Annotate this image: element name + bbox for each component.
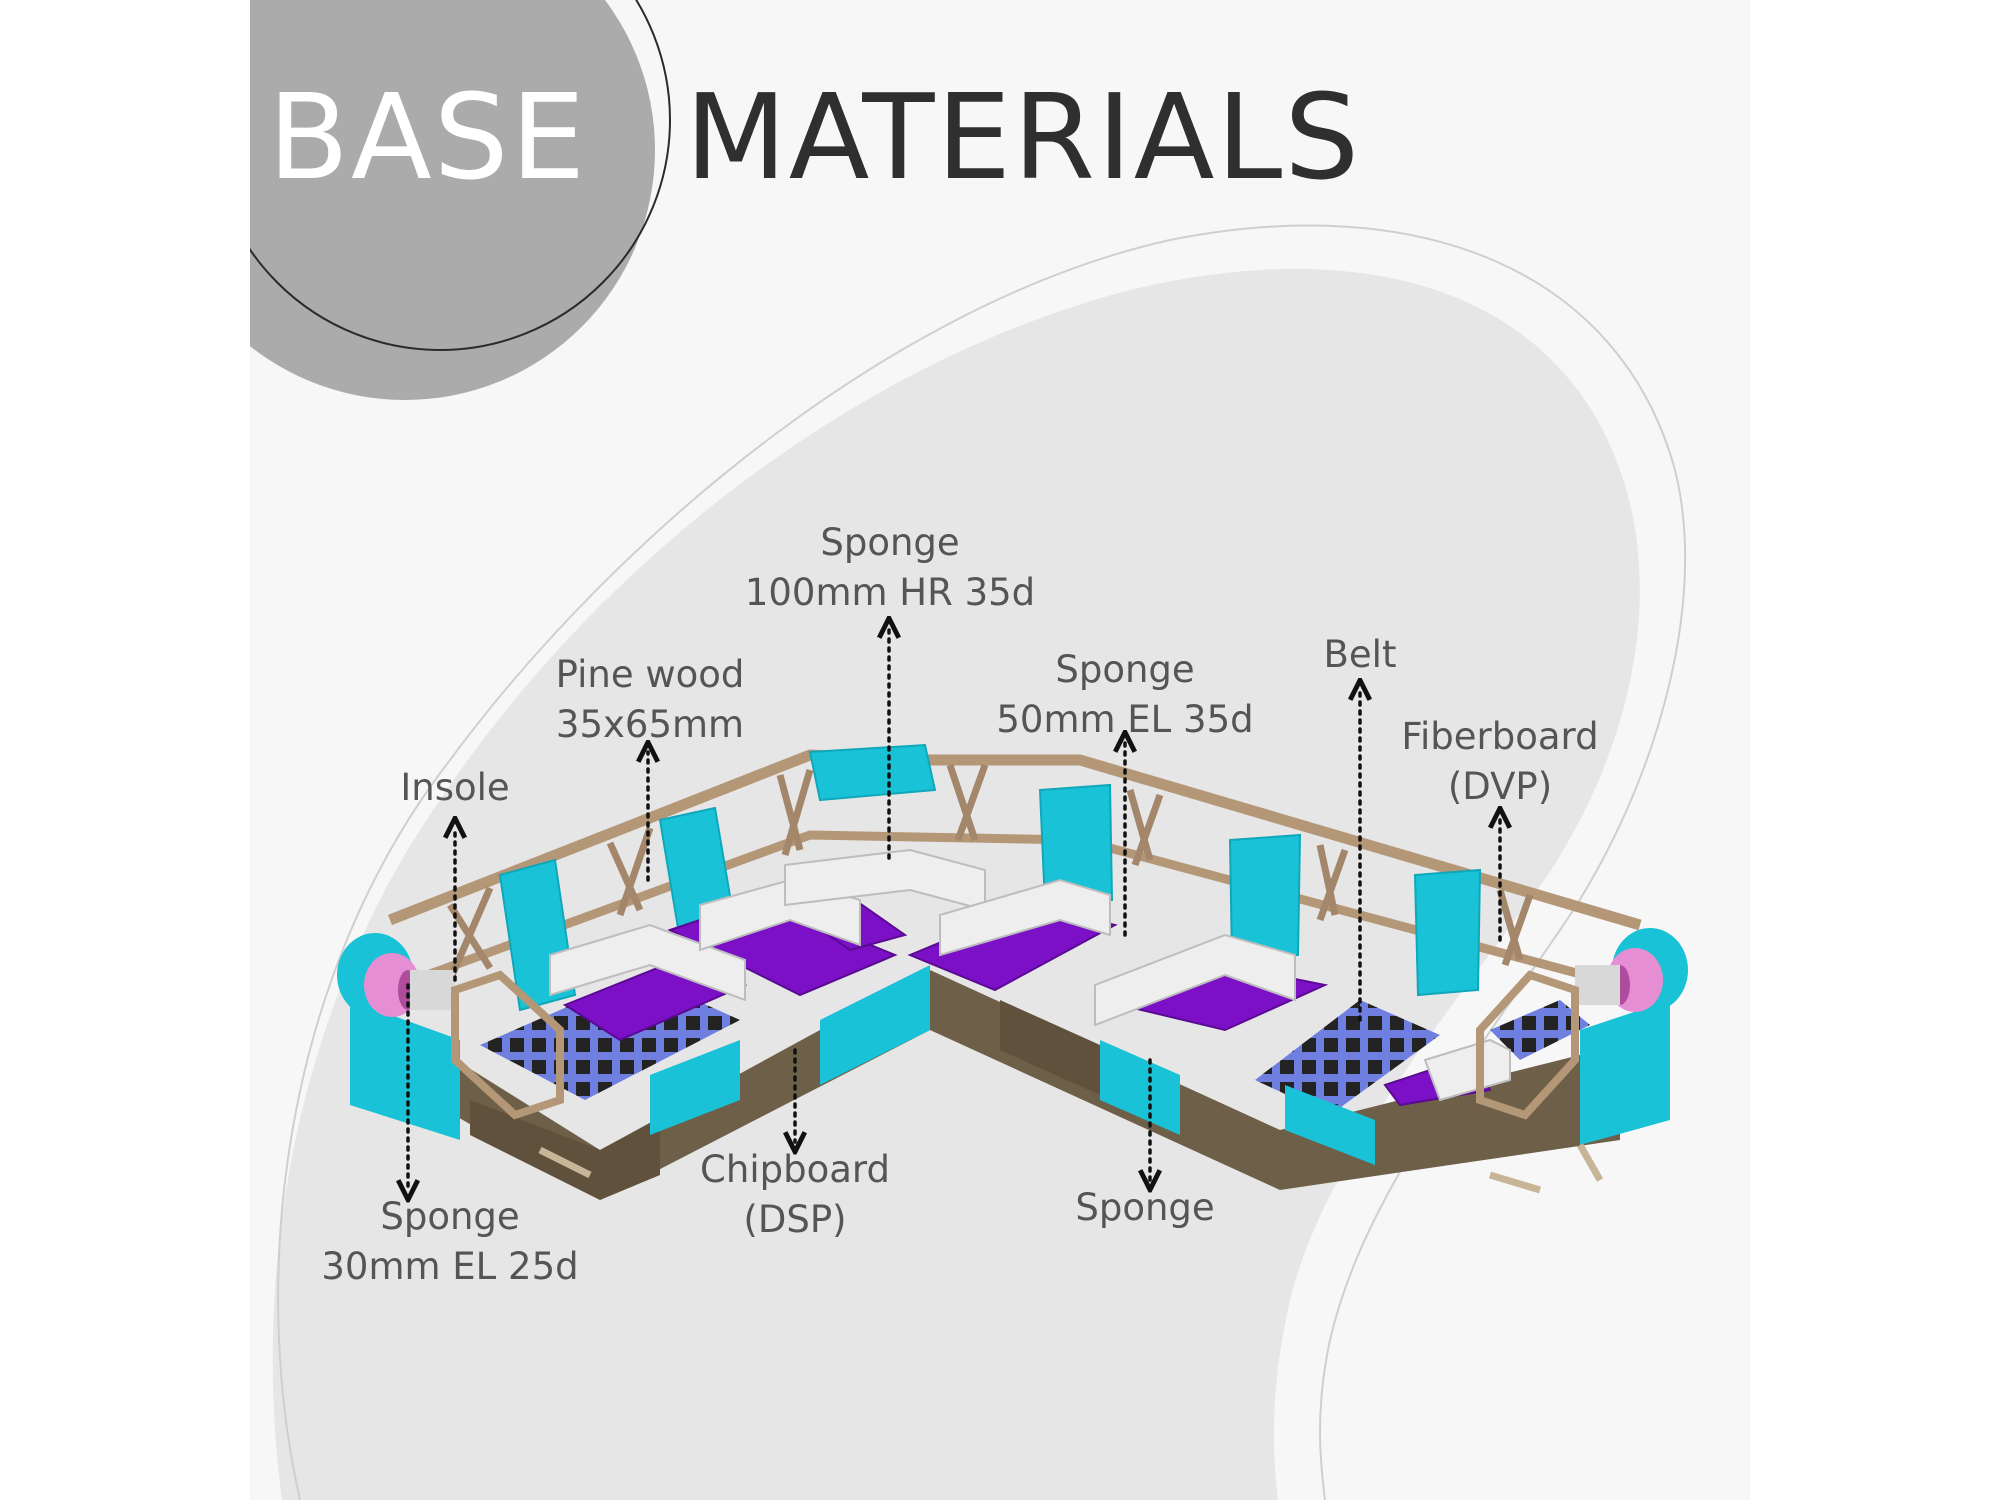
title-materials: MATERIALS	[685, 68, 1362, 206]
label-fiberboard-line1: Fiberboard	[1401, 715, 1599, 758]
label-pine-wood: Pine wood 35x65mm	[505, 650, 795, 750]
label-sponge-hr: Sponge 100mm HR 35d	[700, 518, 1080, 618]
label-chipboard-line1: Chipboard	[700, 1148, 890, 1191]
label-chipboard: Chipboard (DSP)	[660, 1145, 930, 1245]
label-sponge-el25: Sponge 30mm EL 25d	[290, 1192, 610, 1292]
label-sponge-hr-line2: 100mm HR 35d	[744, 571, 1036, 614]
title-base: BASE	[268, 68, 588, 206]
label-pine-line1: Pine wood	[555, 653, 745, 696]
label-fiberboard: Fiberboard (DVP)	[1380, 712, 1620, 812]
label-sponge-el35-line2: 50mm EL 35d	[996, 698, 1254, 741]
label-sponge-el35: Sponge 50mm EL 35d	[960, 645, 1290, 745]
label-sponge-el35-line1: Sponge	[1055, 648, 1195, 691]
label-fiberboard-line2: (DVP)	[1447, 765, 1553, 808]
label-sponge-plain: Sponge	[1060, 1183, 1230, 1233]
label-belt-line1: Belt	[1323, 633, 1397, 676]
title-circle-outline	[250, 0, 671, 351]
label-sponge-plain-line1: Sponge	[1075, 1186, 1215, 1229]
label-insole-line1: Insole	[400, 766, 510, 809]
label-belt: Belt	[1290, 630, 1430, 680]
label-sponge-hr-line1: Sponge	[820, 521, 960, 564]
title-circle	[250, 0, 655, 400]
label-sponge-el25-line2: 30mm EL 25d	[321, 1245, 579, 1288]
label-insole: Insole	[385, 763, 525, 813]
corner-sofa	[337, 743, 1688, 1200]
label-pine-line2: 35x65mm	[555, 703, 745, 746]
label-sponge-el25-line1: Sponge	[380, 1195, 520, 1238]
leader-arrows	[408, 628, 1500, 1190]
label-chipboard-line2: (DSP)	[743, 1198, 847, 1241]
